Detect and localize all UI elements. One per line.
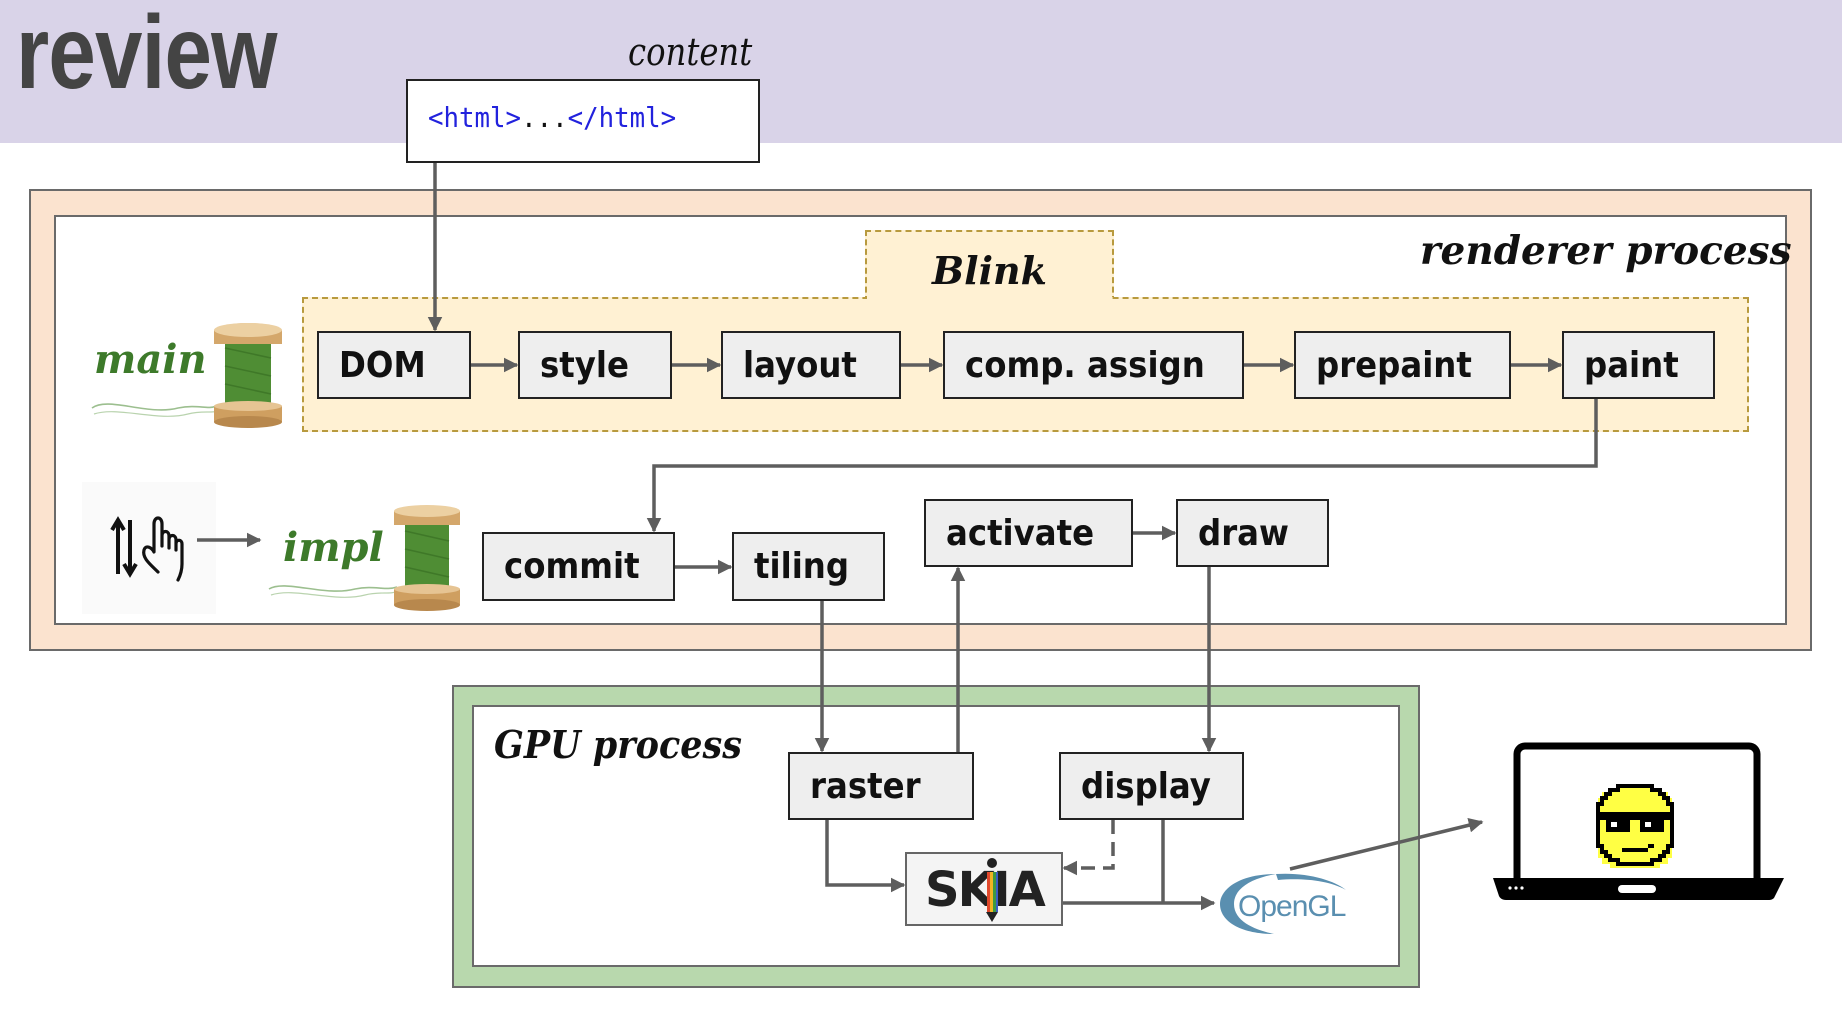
html-code: <html>...</html> — [428, 101, 676, 134]
header-band — [0, 0, 1842, 143]
skia-wordmark: SKIA — [925, 862, 1046, 918]
skia-logo: SKIA — [905, 852, 1063, 926]
html-open-tag: <html> — [428, 101, 522, 134]
html-ellipsis: ... — [521, 101, 568, 134]
stage-label: paint — [1584, 344, 1679, 386]
stage-raster[interactable]: raster — [788, 752, 974, 820]
stage-label: raster — [810, 765, 921, 807]
stage-label: layout — [743, 344, 857, 386]
stage-label: draw — [1198, 512, 1289, 554]
stage-layout[interactable]: layout — [721, 331, 901, 399]
stage-label: style — [540, 344, 629, 386]
stage-tiling[interactable]: tiling — [732, 532, 885, 601]
stage-label: prepaint — [1316, 344, 1472, 386]
content-label: content — [628, 30, 753, 74]
stage-label: activate — [946, 512, 1095, 554]
stage-style[interactable]: style — [518, 331, 672, 399]
renderer-process-label: renderer process — [1420, 228, 1792, 274]
stage-comp-assign[interactable]: comp. assign — [943, 331, 1244, 399]
main-thread-label: main — [94, 336, 207, 383]
gpu-process-label: GPU process — [494, 722, 742, 767]
stage-label: comp. assign — [965, 344, 1205, 386]
stage-label: display — [1081, 765, 1211, 807]
html-content-box: <html>...</html> — [406, 79, 760, 163]
main-thread-spool-icon — [91, 323, 282, 428]
stage-label: DOM — [339, 344, 426, 386]
blink-tab — [865, 230, 1114, 302]
stage-label: commit — [504, 546, 640, 587]
stage-activate[interactable]: activate — [924, 499, 1133, 567]
blink-tab-joint — [867, 295, 1112, 301]
slide-title: review — [16, 0, 277, 111]
stage-draw[interactable]: draw — [1176, 499, 1329, 567]
opengl-logo: OpenGL — [1220, 873, 1347, 934]
stage-display[interactable]: display — [1059, 752, 1244, 820]
skia-pencil-icon — [986, 858, 998, 922]
stage-commit[interactable]: commit — [482, 532, 675, 601]
laptop-sunglasses-smiley-icon — [1493, 742, 1784, 900]
impl-thread-label: impl — [283, 524, 384, 571]
stage-paint[interactable]: paint — [1562, 331, 1715, 399]
stage-prepaint[interactable]: prepaint — [1294, 331, 1511, 399]
opengl-wordmark: OpenGL — [1238, 890, 1346, 923]
pixel-smiley — [1596, 784, 1674, 868]
stage-dom[interactable]: DOM — [317, 331, 471, 399]
blink-label: Blink — [932, 248, 1047, 293]
impl-thread-spool-icon — [268, 505, 460, 611]
scroll-touch-gesture-icon — [110, 516, 184, 582]
stage-label: tiling — [754, 546, 850, 587]
html-close-tag: </html> — [567, 101, 677, 134]
